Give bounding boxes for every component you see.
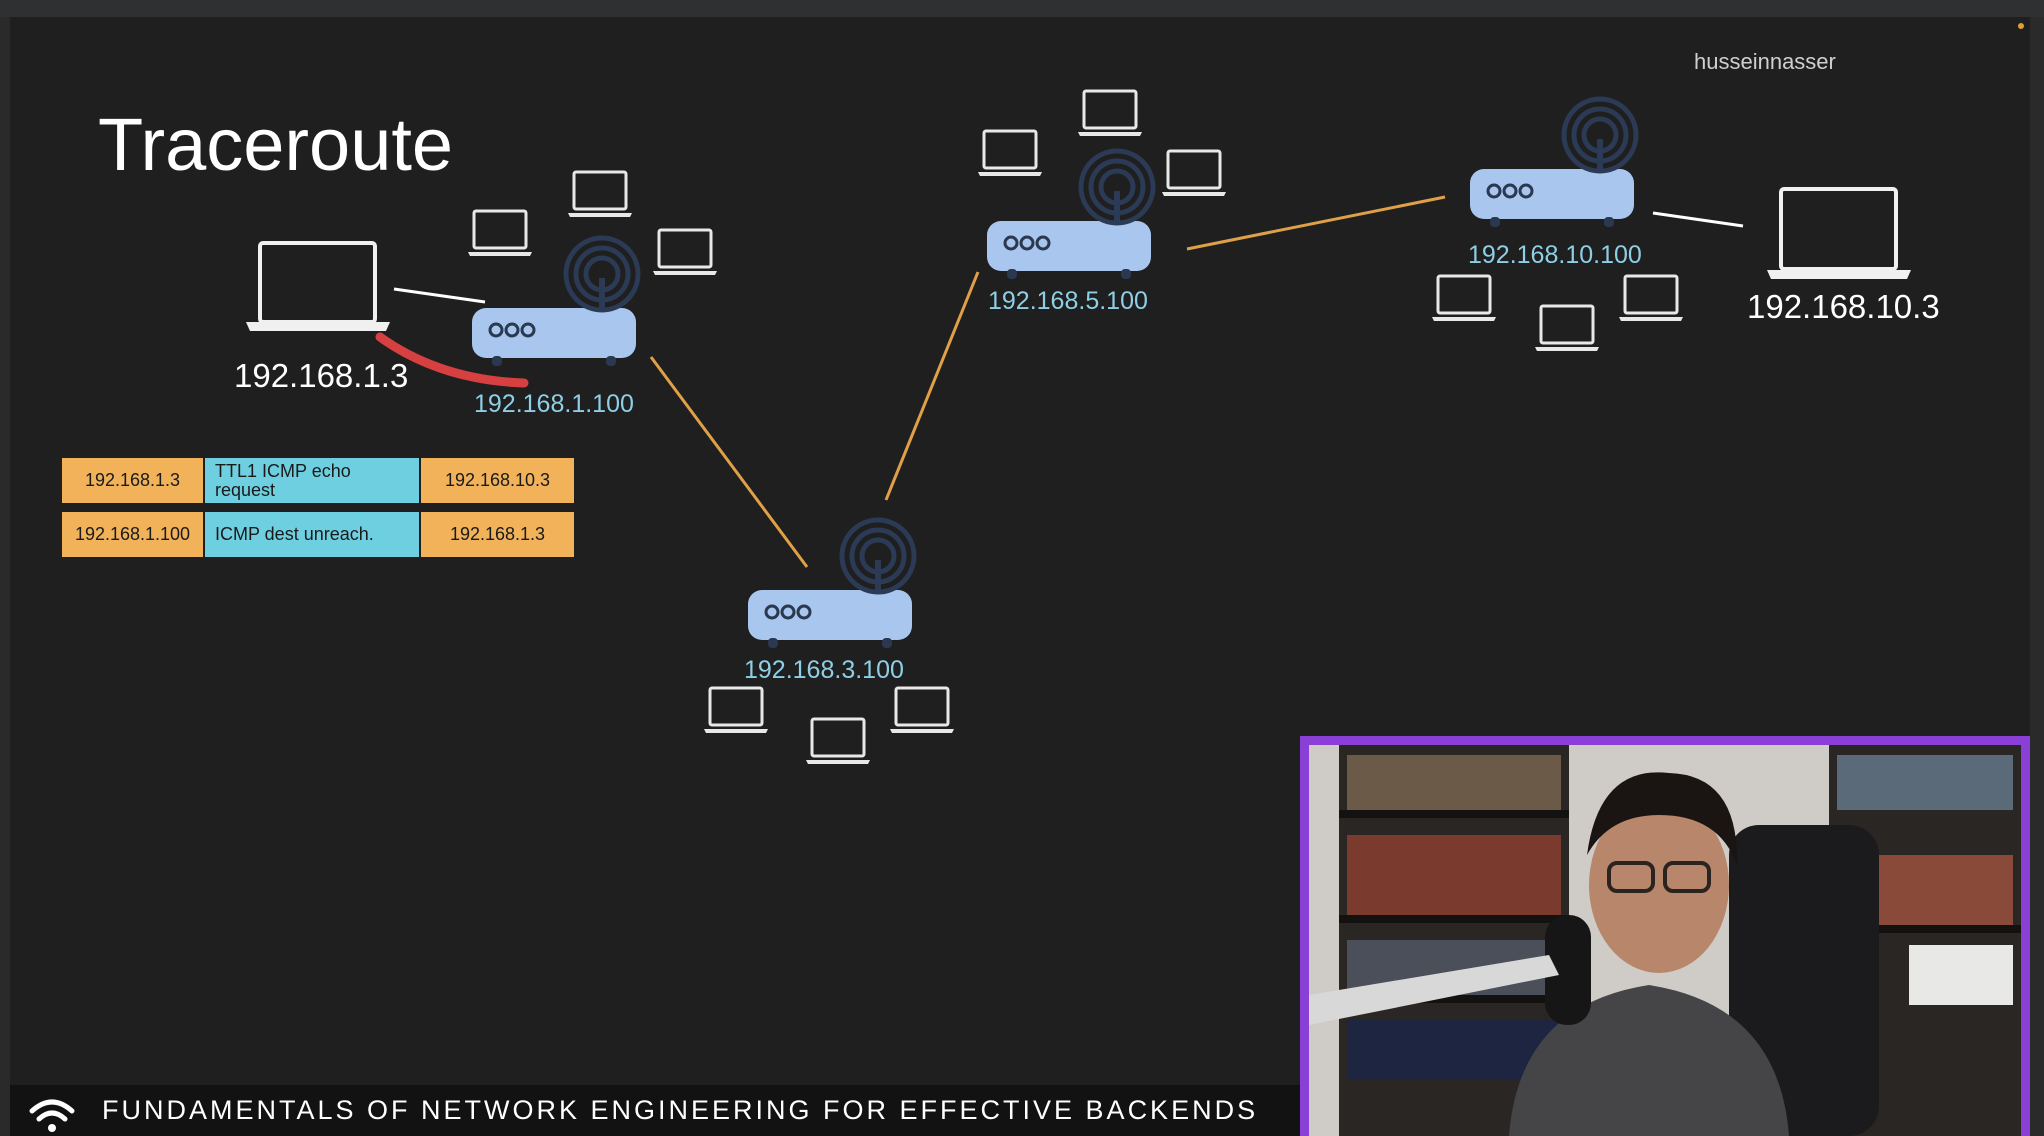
link-router3-router5 xyxy=(884,271,980,501)
laptop-icon xyxy=(466,209,534,258)
course-footer-bar: FUNDAMENTALS OF NETWORK ENGINEERING FOR … xyxy=(10,1085,1300,1136)
laptop-icon xyxy=(651,228,719,277)
webcam-video xyxy=(1309,745,2021,1136)
router-5-icon xyxy=(987,151,1153,279)
router-10-icon xyxy=(1470,99,1636,227)
slide-title: Traceroute xyxy=(98,103,454,186)
router-3-ip-label: 192.168.3.100 xyxy=(744,656,904,684)
webcam-overlay xyxy=(1300,736,2030,1136)
destination-laptop-icon xyxy=(1767,187,1911,279)
laptop-icon xyxy=(1533,304,1601,353)
packet-source-cell: 192.168.1.3 xyxy=(62,458,203,503)
router-10-ip-label: 192.168.10.100 xyxy=(1468,241,1642,269)
reply-path xyxy=(375,332,529,388)
course-title: FUNDAMENTALS OF NETWORK ENGINEERING FOR … xyxy=(102,1095,1259,1125)
video-top-bar xyxy=(0,0,2044,17)
packet-echo-request: 192.168.1.3 TTL1 ICMP echo request 192.1… xyxy=(62,458,574,503)
router-1-ip-label: 192.168.1.100 xyxy=(474,390,634,418)
source-ip-label: 192.168.1.3 xyxy=(234,357,409,394)
link-router10-destination xyxy=(1652,211,1744,228)
packet-payload-cell: TTL1 ICMP echo request xyxy=(203,458,421,503)
laptop-icon xyxy=(888,686,956,735)
router-5-ip-label: 192.168.5.100 xyxy=(988,287,1148,315)
laptop-icon xyxy=(1076,89,1144,138)
presenter-image xyxy=(1309,745,2021,1136)
source-laptop-icon xyxy=(246,241,390,331)
packet-destination-cell: 192.168.1.3 xyxy=(421,512,574,557)
router-1-icon xyxy=(472,238,638,366)
laptop-icon xyxy=(702,686,770,735)
destination-ip-label: 192.168.10.3 xyxy=(1747,288,1940,325)
laptop-icon xyxy=(1617,274,1685,323)
packet-destination-cell: 192.168.10.3 xyxy=(421,458,574,503)
packet-dest-unreachable: 192.168.1.100 ICMP dest unreach. 192.168… xyxy=(62,512,574,557)
link-source-router1 xyxy=(393,287,486,304)
channel-watermark: husseinnasser xyxy=(1694,49,1836,74)
recording-indicator xyxy=(2018,23,2024,29)
packet-payload-cell: ICMP dest unreach. xyxy=(203,512,421,557)
laptop-icon xyxy=(976,129,1044,178)
video-left-edge xyxy=(0,17,10,1136)
laptop-icon xyxy=(1430,274,1498,323)
video-right-edge xyxy=(2030,17,2044,1136)
laptop-icon xyxy=(566,170,634,219)
link-router5-router10 xyxy=(1186,195,1446,251)
laptop-icon xyxy=(804,717,872,766)
link-router1-router3 xyxy=(649,356,809,568)
laptop-icon xyxy=(1160,149,1228,198)
wifi-logo-icon xyxy=(29,1099,75,1132)
packet-source-cell: 192.168.1.100 xyxy=(62,512,203,557)
router-3-icon xyxy=(748,520,914,648)
